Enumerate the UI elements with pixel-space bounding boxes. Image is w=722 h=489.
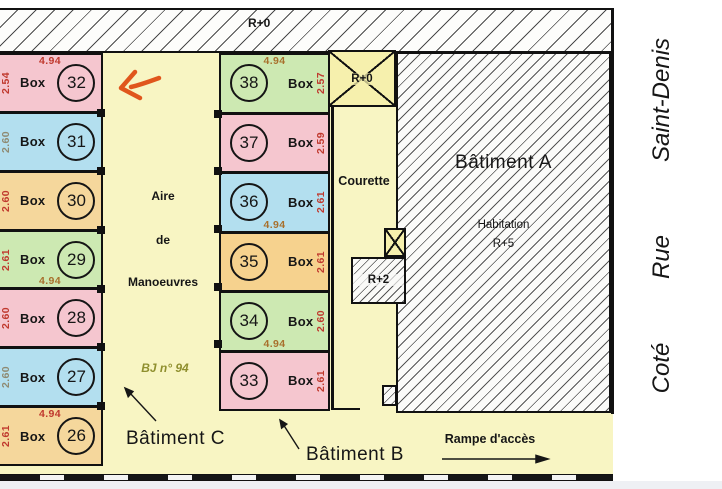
wall-nub — [97, 402, 105, 410]
wall-nub — [214, 283, 222, 291]
width-dimension: 4.94 — [38, 408, 62, 421]
depth-dimension: 2.60 — [0, 307, 12, 330]
street-label-saint-denis: Saint-Denis — [648, 37, 675, 163]
width-dimension: 4.94 — [263, 55, 286, 67]
box-label: Box — [20, 134, 46, 150]
box-label: Box — [288, 75, 314, 91]
width-dimension: 4.94 — [38, 55, 62, 67]
box-number: 37 — [230, 123, 268, 162]
batiment-a-level: R+5 — [492, 238, 515, 250]
annex-crossed-box: R+0 — [328, 50, 396, 107]
garage-box-35: 35 Box 2.61 — [221, 233, 328, 290]
depth-dimension: 2.60 — [315, 310, 327, 333]
batiment-b-box-column: 38 Box 2.57 4.94 37 Box 2.59 36 Box 2.61… — [219, 53, 330, 411]
box-label: Box — [20, 193, 46, 209]
batiment-a-title: Bâtiment A — [455, 152, 552, 173]
street-label-rue: Rue — [648, 234, 675, 280]
batiment-c-box-column: 2.54 Box 32 4.94 2.60 Box 31 2.60 Box 30… — [0, 53, 103, 466]
garage-box-36: 36 Box 2.61 4.94 — [221, 174, 328, 231]
box-label: Box — [20, 428, 46, 444]
garage-box-33: 33 Box 2.61 — [221, 352, 328, 409]
garage-box-26: 2.61 Box 26 4.94 — [0, 408, 101, 465]
bottom-boundary-dashed-line — [0, 474, 613, 481]
box-label: Box — [288, 373, 314, 389]
courette-threshold-line — [333, 408, 360, 410]
box-number: 31 — [57, 122, 96, 161]
depth-dimension: 2.57 — [315, 72, 327, 95]
box-number: 32 — [57, 63, 96, 102]
box-label: Box — [288, 313, 314, 329]
wall-nub — [214, 225, 222, 233]
box-number: 30 — [57, 181, 96, 220]
depth-dimension: 2.59 — [315, 131, 327, 154]
box-number: 38 — [230, 64, 268, 103]
box-number: 28 — [57, 299, 96, 338]
bj-note: BJ n° 94 — [141, 361, 189, 375]
batiment-a-habitation: Habitation — [477, 219, 530, 231]
width-dimension: 4.94 — [263, 337, 286, 350]
wall-nub — [214, 340, 222, 348]
corridor-text-manoeuvres: Manoeuvres — [127, 275, 199, 289]
street-label-cote: Coté — [648, 342, 675, 394]
depth-dimension: 2.61 — [0, 425, 12, 448]
ramp-label: Rampe d'accès — [444, 432, 536, 446]
wall-nub — [97, 167, 105, 175]
width-dimension: 4.94 — [263, 218, 286, 231]
box-label: Box — [20, 310, 46, 326]
garage-box-28: 2.60 Box 28 — [0, 290, 101, 347]
depth-dimension: 2.60 — [0, 189, 12, 212]
depth-dimension: 2.61 — [315, 369, 327, 392]
wall-nub — [97, 343, 105, 351]
box-number: 26 — [57, 417, 96, 456]
box-label: Box — [20, 252, 46, 267]
small-crossed-box — [384, 228, 406, 257]
wall-nub — [214, 110, 222, 118]
garage-box-27: 2.60 Box 27 — [0, 349, 101, 406]
depth-dimension: 2.61 — [315, 191, 327, 214]
garage-box-30: 2.60 Box 30 — [0, 172, 101, 229]
annex-crossed-box-label: R+0 — [330, 73, 394, 85]
depth-dimension: 2.61 — [0, 248, 12, 271]
box-number: 36 — [230, 183, 268, 222]
r2-annex: R+2 — [351, 257, 406, 304]
batiment-b-label: Bâtiment B — [306, 444, 404, 465]
wall-nub — [97, 285, 105, 293]
wall-nub — [214, 167, 222, 175]
garage-box-37: 37 Box 2.59 — [221, 114, 328, 171]
garage-box-31: 2.60 Box 31 — [0, 113, 101, 170]
depth-dimension: 2.60 — [0, 130, 12, 153]
box-number: 29 — [57, 240, 96, 279]
garage-box-29: 2.61 Box 29 4.94 — [0, 231, 101, 288]
box-label: Box — [288, 194, 314, 210]
building-protrusion — [382, 385, 397, 406]
box-number: 27 — [57, 358, 96, 397]
garage-box-34: 34 Box 2.60 4.94 — [221, 293, 328, 350]
page-margin — [0, 481, 722, 489]
box-number: 35 — [230, 242, 268, 281]
garage-box-38: 38 Box 2.57 4.94 — [221, 55, 328, 112]
batiment-a-footprint: Bâtiment A Habitation R+5 — [396, 52, 611, 413]
box-number: 33 — [230, 361, 268, 400]
corridor-text-de: de — [155, 233, 170, 247]
depth-dimension: 2.54 — [0, 71, 12, 94]
box-number: 34 — [230, 302, 268, 341]
plan-right-boundary-line — [611, 8, 614, 414]
top-band-label: R+0 — [248, 16, 271, 30]
depth-dimension: 2.61 — [315, 250, 327, 273]
top-band-hatched — [0, 8, 613, 53]
depth-dimension: 2.60 — [0, 366, 12, 389]
batiment-c-label: Bâtiment C — [126, 428, 225, 449]
box-label: Box — [288, 254, 314, 270]
box-label: Box — [288, 135, 314, 151]
corridor-text-aire: Aire — [151, 189, 175, 203]
box-label: Box — [20, 369, 46, 385]
width-dimension: 4.94 — [38, 275, 62, 288]
wall-nub — [97, 109, 105, 117]
box-label: Box — [20, 75, 46, 91]
courette-label: Courette — [338, 174, 390, 188]
r2-annex-label: R+2 — [353, 274, 404, 286]
garage-box-32: 2.54 Box 32 4.94 — [0, 55, 101, 111]
wall-nub — [97, 226, 105, 234]
